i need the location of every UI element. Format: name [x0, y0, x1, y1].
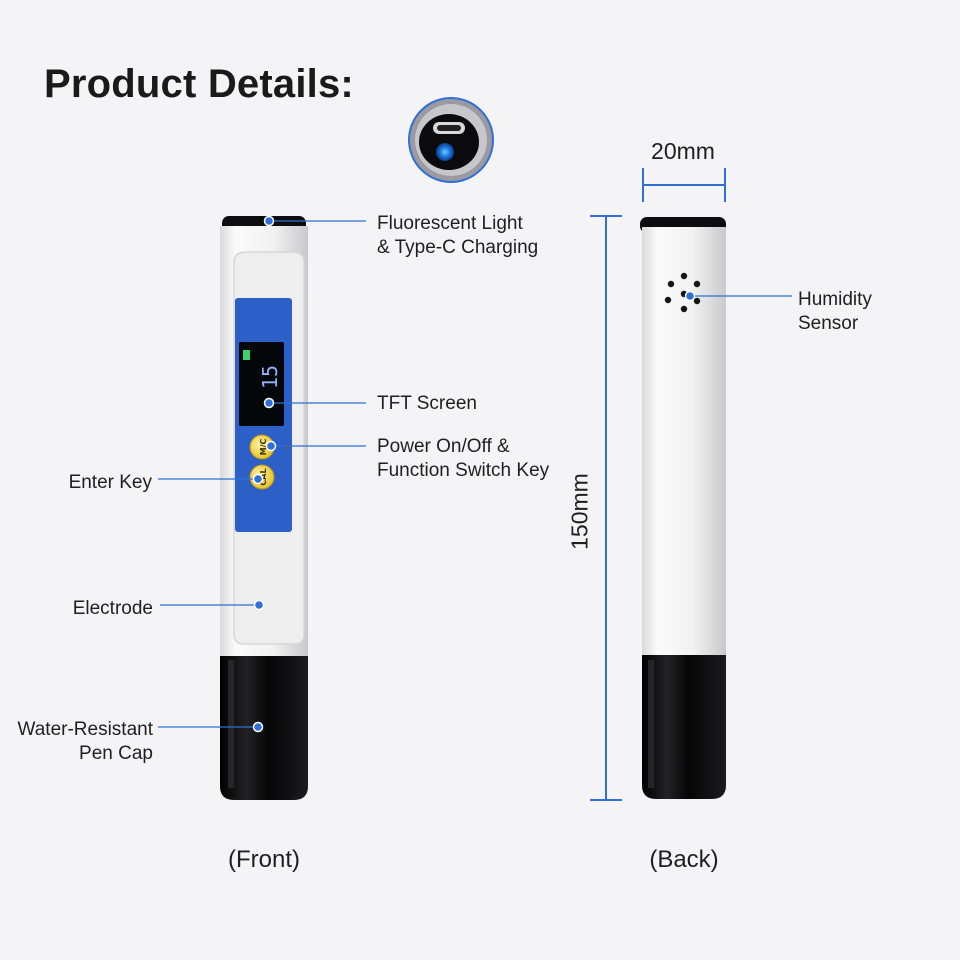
- callout-fluorescent-line2: & Type-C Charging: [377, 237, 539, 258]
- callout-lines: [158, 215, 792, 733]
- callout-enter-line1: Enter Key: [68, 472, 152, 493]
- callout-tft-screen: TFT Screen: [377, 392, 477, 416]
- callout-power-key: Power On/Off & Function Switch Key: [377, 435, 549, 483]
- callout-fluorescent-light: Fluorescent Light & Type-C Charging: [377, 212, 538, 260]
- charging-port-inset: [408, 97, 494, 183]
- back-pen: [640, 217, 726, 799]
- callout-humidity-line2: Sensor: [798, 313, 859, 334]
- dimension-length: 150mm: [566, 473, 593, 550]
- back-cap: [642, 655, 726, 799]
- front-view-caption: (Front): [228, 846, 300, 873]
- callout-power-line2: Function Switch Key: [377, 460, 550, 481]
- callout-cap-line1: Water-Resistant: [17, 719, 154, 740]
- callout-fluorescent-line1: Fluorescent Light: [377, 213, 523, 234]
- front-pen: 15 M/C CAL + -: [220, 216, 308, 800]
- callout-tft-line1: TFT Screen: [377, 393, 477, 414]
- battery-icon: [243, 350, 250, 360]
- callout-electrode-line1: Electrode: [72, 598, 153, 619]
- screen-reading: 15: [258, 365, 282, 389]
- back-body: [642, 227, 726, 655]
- callout-humidity-sensor: Humidity Sensor: [798, 288, 872, 336]
- plus-mark: +: [283, 441, 292, 454]
- callout-cap-line2: Pen Cap: [79, 743, 153, 764]
- power-button-label: M/C: [259, 439, 268, 456]
- callout-pen-cap: Water-Resistant Pen Cap: [0, 718, 154, 766]
- back-view-caption: (Back): [649, 846, 719, 873]
- minus-mark: -: [280, 472, 284, 485]
- humidity-holes: [664, 272, 701, 313]
- callout-electrode: Electrode: [20, 597, 153, 621]
- enter-button-label: CAL: [259, 468, 268, 485]
- front-cap: [220, 656, 308, 800]
- callout-power-line1: Power On/Off &: [377, 436, 510, 457]
- dimension-marks: [590, 168, 726, 801]
- callout-humidity-line1: Humidity: [798, 289, 872, 310]
- callout-enter-key: Enter Key: [20, 471, 152, 495]
- dimension-width: 20mm: [651, 138, 715, 164]
- page-title: Product Details:: [44, 62, 354, 106]
- led-light: [436, 143, 454, 161]
